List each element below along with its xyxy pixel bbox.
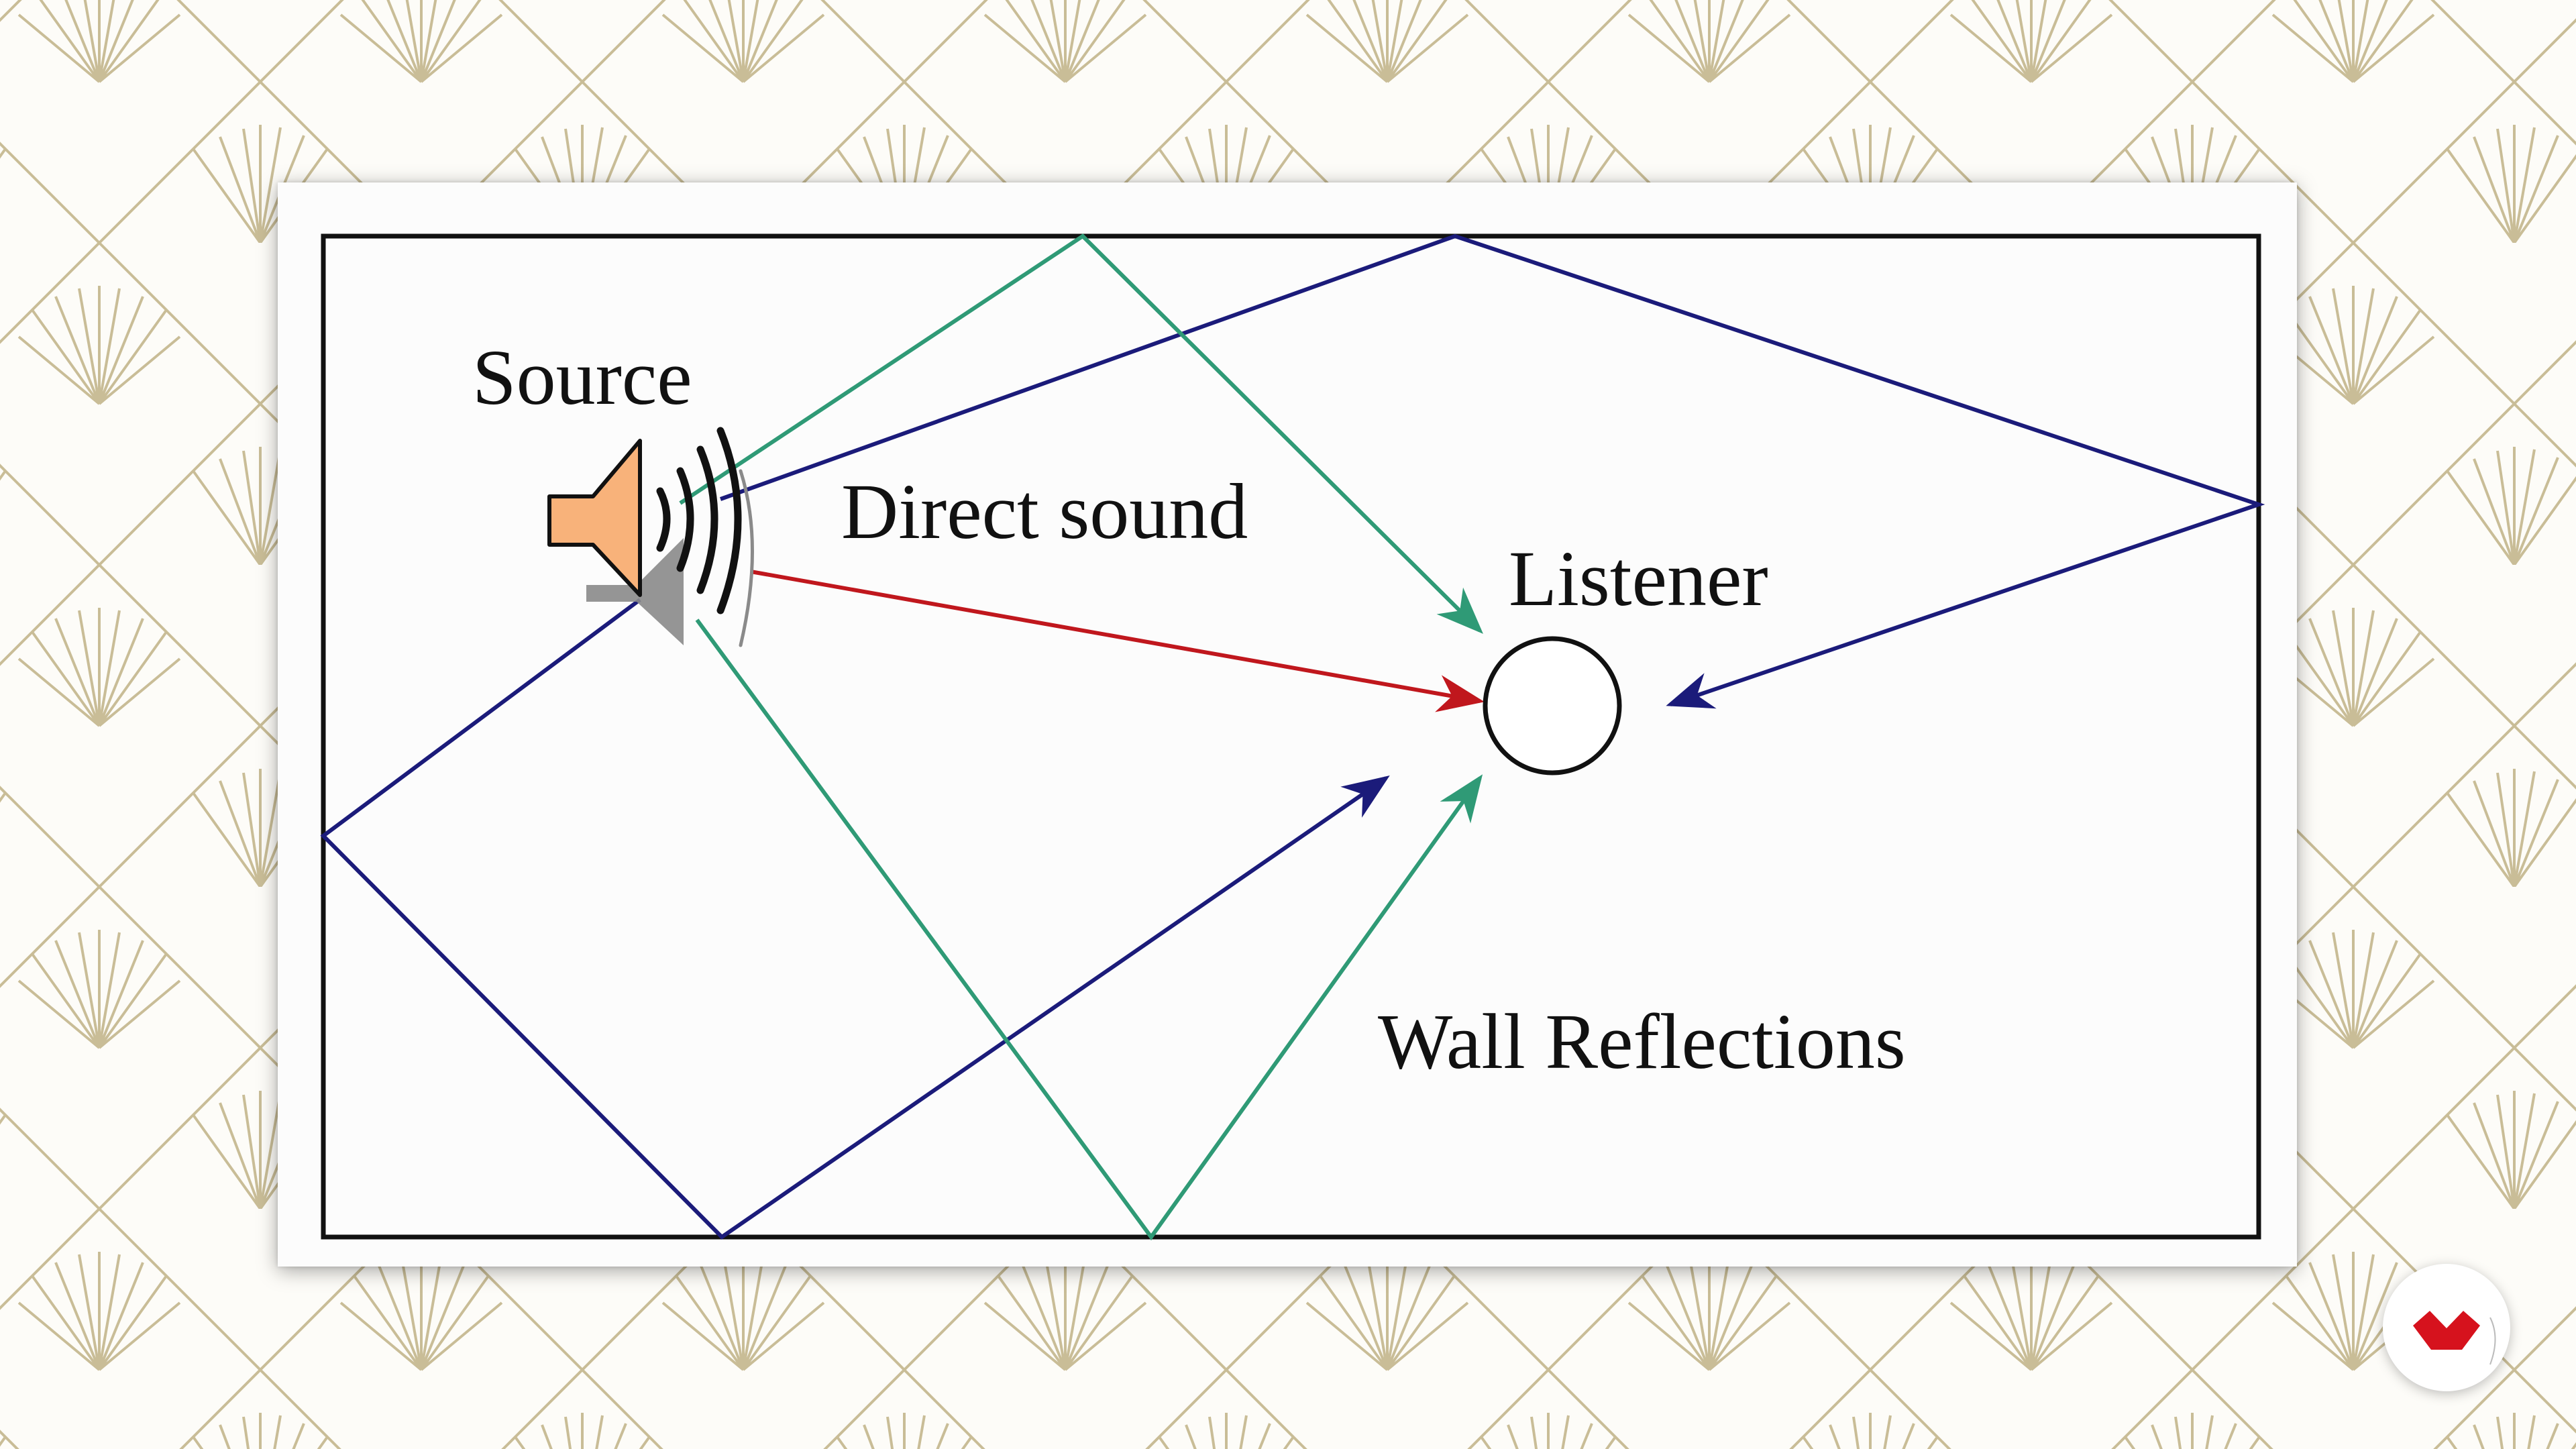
direct-sound-arrow (750, 570, 1485, 712)
direct-sound-label: Direct sound (841, 468, 1248, 555)
reflection-path-top (679, 233, 1483, 634)
speaker-icon (547, 427, 754, 647)
room-acoustics-diagram: Source Direct sound Listener Wall Reflec… (278, 182, 2297, 1267)
listener-circle-icon (1483, 636, 1622, 775)
room-wall (321, 233, 2261, 1240)
reflection-path-left-bottom (320, 598, 1390, 1240)
source-label: Source (472, 333, 692, 421)
brand-badge-icon (2413, 1311, 2496, 1365)
brand-badge (2383, 1264, 2510, 1391)
wall-reflections-label: Wall Reflections (1378, 998, 1906, 1085)
listener-label: Listener (1509, 535, 1768, 623)
reflection-path-bottom (695, 619, 1483, 1241)
reflection-path-top-right (719, 233, 2265, 709)
